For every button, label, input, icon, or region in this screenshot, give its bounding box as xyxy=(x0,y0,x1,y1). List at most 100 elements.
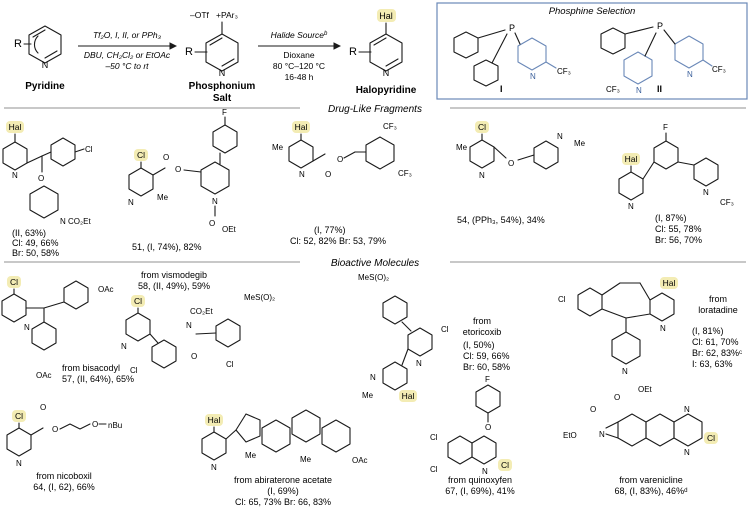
svg-text:P: P xyxy=(657,21,663,31)
salt-r-group: R xyxy=(185,46,193,58)
c2-me: Me xyxy=(157,193,169,202)
c13-eto: EtO xyxy=(563,431,577,440)
c9-o: O xyxy=(614,393,620,402)
c7-n2: N xyxy=(186,321,192,330)
c3-o1: O xyxy=(325,170,331,179)
pyridine-n: N xyxy=(42,60,49,70)
general-scheme: N R Pyridine Tf₂O, I, II, or PPh₃ DBU, C… xyxy=(14,9,417,104)
c12-cl1: Cl xyxy=(430,433,438,442)
salt-label-line1: Phosphonium xyxy=(189,81,256,92)
section-bioactive-header: Bioactive Molecules xyxy=(4,258,746,269)
c5-line2: Cl: 55, 78% xyxy=(655,224,702,234)
c4-me: Me xyxy=(456,143,468,152)
c8-line3: (I, 50%) xyxy=(463,340,495,350)
c1-line2: Cl: 49, 66% xyxy=(12,238,59,248)
section-title-bioactive: Bioactive Molecules xyxy=(331,258,419,269)
ligand-ii-n2: N xyxy=(687,70,693,79)
c8-line2: etoricoxib xyxy=(463,327,502,337)
c5-n2: N xyxy=(703,188,709,197)
phosphine-selection-box: Phosphine Selection P N CF₃ I P N CF₃ xyxy=(436,2,748,100)
counterion-label: –OTf xyxy=(190,10,210,20)
c13-n: N xyxy=(599,430,605,439)
c9-n2: N xyxy=(622,367,628,376)
c1-co2et: CO₂Et xyxy=(68,217,91,226)
c10-cl: Cl xyxy=(15,411,23,421)
compound-49-50: Hal N Cl O N CO₂Et (II, 63%) Cl: 49, 66%… xyxy=(2,121,93,258)
c12-n: N xyxy=(482,467,488,476)
ligand-i-cf3: CF₃ xyxy=(557,67,571,76)
c9-line1: from xyxy=(709,294,727,304)
c3-me: Me xyxy=(272,143,284,152)
c2-o1: O xyxy=(163,153,169,162)
step2-time: 16-48 h xyxy=(285,72,314,82)
c8-n2: N xyxy=(370,373,376,382)
c1-n: N xyxy=(12,171,18,180)
c11-line1: from abiraterone acetate xyxy=(234,475,332,485)
c2-f: F xyxy=(222,108,227,117)
c4-n2: N xyxy=(557,132,563,141)
hal-label: Hal xyxy=(379,11,393,21)
c2-n: N xyxy=(128,198,134,207)
c4-o: O xyxy=(508,159,514,168)
c3-line2: Cl: 52, 82% Br: 53, 79% xyxy=(290,236,386,246)
c2-o3: O xyxy=(209,219,215,228)
c7-line2: 58, (II, 49%), 59% xyxy=(138,281,210,291)
c8-cl: Cl xyxy=(441,325,449,334)
compound-58: from vismodegib 58, (II, 49%), 59% Cl N … xyxy=(121,270,275,375)
c9-hal: Hal xyxy=(663,278,676,288)
compound-59-60: MeS(O)₂ Cl N N Me Hal from etoricoxib (I… xyxy=(358,273,510,402)
halopyridine-label: Halopyridine xyxy=(356,85,417,96)
c9-cl: Cl xyxy=(558,295,566,304)
step2-reagent: Halide Sourceb xyxy=(271,30,328,40)
c8-line1: from xyxy=(473,316,491,326)
c6-line1: from bisacodyl xyxy=(62,363,120,373)
c5-cf3: CF₃ xyxy=(720,198,734,207)
c6-oac-b: OAc xyxy=(36,371,52,380)
c1-n2: N xyxy=(60,217,66,226)
section-title-drug-like: Drug-Like Fragments xyxy=(328,104,422,115)
c13-line1: from varenicline xyxy=(619,475,683,485)
c10-o2: O xyxy=(52,425,58,434)
c8-line5: Br: 60, 58% xyxy=(463,362,510,372)
c10-line1: from nicoboxil xyxy=(36,471,92,481)
step1-reagents-2: DBU, CH₂Cl₂ or EtOAc xyxy=(84,50,171,60)
c13-n2: N xyxy=(684,405,690,414)
compound-67: F O Cl Cl N Cl from quinoxyfen 67, (I, 6… xyxy=(430,375,515,496)
c8-me: Me xyxy=(362,391,374,400)
ligand-ii-n1: N xyxy=(636,86,642,95)
step2-solvent: Dioxane xyxy=(283,50,314,60)
c5-f: F xyxy=(663,123,668,132)
c3-n: N xyxy=(299,170,305,179)
c4-line1: 54, (PPh₃, 54%), 34% xyxy=(457,215,545,225)
compound-55-56: Hal N F N CF₃ (I, 87%) Cl: 55, 78% Br: 5… xyxy=(618,123,734,245)
c6-oac-a: OAc xyxy=(98,285,114,294)
phosphonium-cation-label: +PAr₃ xyxy=(216,10,238,20)
ligand-i-structure: P N CF₃ I xyxy=(453,23,571,94)
c4-me2: Me xyxy=(574,139,586,148)
c5-line1: (I, 87%) xyxy=(655,213,687,223)
c10-o1: O xyxy=(40,403,46,412)
r-group-label: R xyxy=(14,38,22,50)
c11-oac: OAc xyxy=(352,456,368,465)
compound-61-63: Cl Hal N N O OEt from loratadine (I, 81%… xyxy=(558,277,742,402)
salt-label-line2: Salt xyxy=(213,93,232,104)
compound-57: Cl N OAc OAc from bisacodyl 57, (II, 64%… xyxy=(1,276,134,384)
c10-line2: 64, (I, 62), 66% xyxy=(33,482,95,492)
c2-cl: Cl xyxy=(137,150,145,160)
c7-o: O xyxy=(191,352,197,361)
c1-line3: Br: 50, 58% xyxy=(12,248,59,258)
compound-64: Cl N O O O nBu from nicoboxil 64, (I, 62… xyxy=(6,403,122,492)
compound-65-66: Hal N Me Me OAc from abiraterone acetate… xyxy=(201,409,368,507)
c10-o3: O xyxy=(92,420,98,429)
c7-n: N xyxy=(121,342,127,351)
c4-cl: Cl xyxy=(478,122,486,132)
step1-reagents-1: Tf₂O, I, II, or PPh₃ xyxy=(93,30,162,40)
c12-f: F xyxy=(485,375,490,384)
c2-line1: 51, (I, 74%), 82% xyxy=(132,242,202,252)
ligand-ii-structure: P N CF₃ N CF₃ II xyxy=(600,21,726,95)
c11-me2: Me xyxy=(300,455,312,464)
c3-hal: Hal xyxy=(295,122,308,132)
c7-cl: Cl xyxy=(134,296,142,306)
phosphine-title: Phosphine Selection xyxy=(549,6,636,17)
